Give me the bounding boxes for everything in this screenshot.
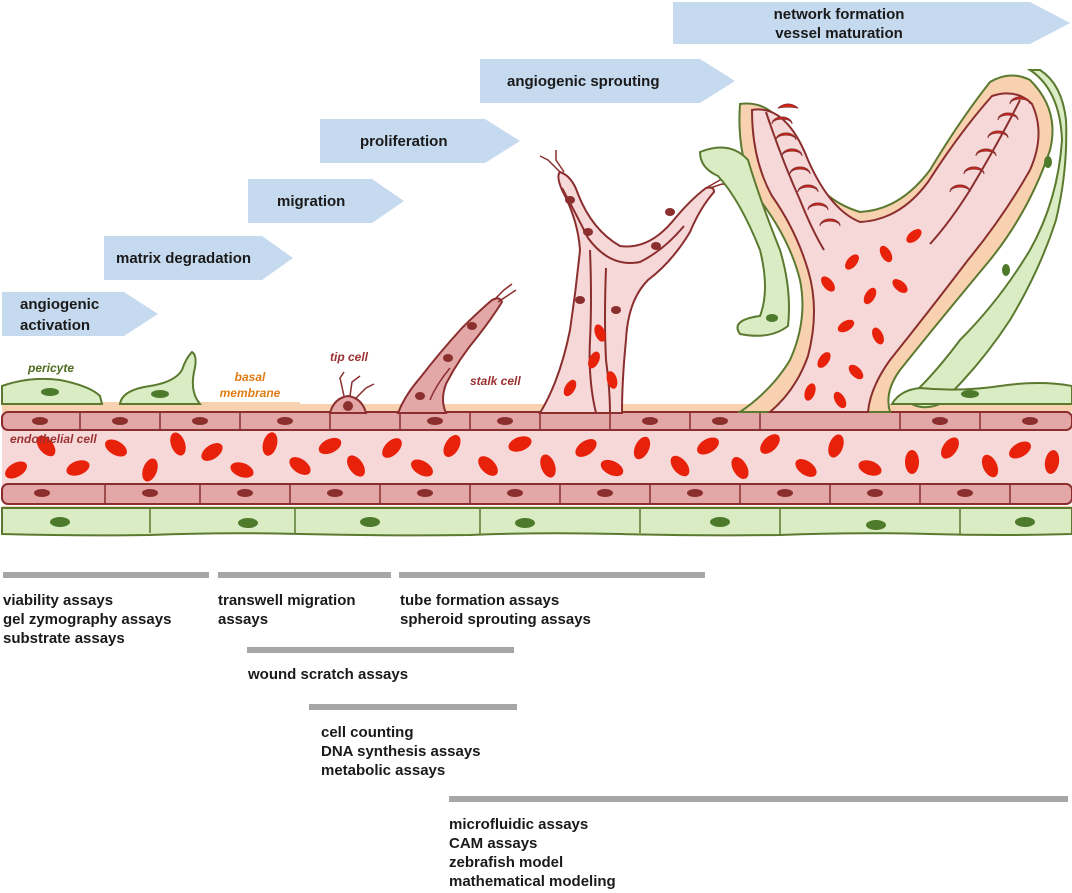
assay-item: tube formation assays — [400, 592, 560, 609]
assay-item: mathematical modeling — [449, 873, 616, 890]
assay-item: microfluidic assays — [449, 816, 589, 833]
bottom-pericyte-layer — [1, 506, 1072, 537]
stage-arrow-angiogenic-activation: angiogenic activation — [2, 292, 158, 336]
stage-label-line2: vessel maturation — [775, 25, 903, 42]
assay-group-4: wound scratch assays — [248, 665, 408, 684]
assay-item: spheroid sprouting assays — [400, 611, 591, 628]
assay-bar-5 — [309, 704, 517, 710]
assay-item: viability assays — [3, 592, 114, 609]
sprout-1 — [396, 283, 517, 414]
stage-arrow-angiogenic-sprouting: angiogenic sprouting — [480, 59, 735, 103]
assay-item: DNA synthesis assays — [321, 743, 481, 760]
basal-membrane-label-line1: basal — [235, 370, 266, 384]
top-endothelial-layer — [1, 411, 1072, 431]
assay-item: gel zymography assays — [3, 611, 172, 628]
assay-item: transwell migration — [218, 592, 356, 609]
pericytes-left — [1, 350, 203, 405]
basal-membrane-label-line2: membrane — [220, 386, 281, 400]
tip-cell — [328, 371, 375, 414]
assay-group-6: microfluidic assays CAM assays zebrafish… — [449, 815, 616, 891]
assay-group-5: cell counting DNA synthesis assays metab… — [321, 723, 481, 780]
stage-arrow-network-formation: network formation vessel maturation — [673, 2, 1070, 44]
red-blood-cells — [5, 432, 1060, 482]
assay-group-3: tube formation assays spheroid sprouting… — [400, 591, 591, 629]
assay-bar-3 — [399, 572, 705, 578]
assay-item: assays — [218, 611, 269, 628]
stage-arrows: angiogenic activation matrix degradation… — [2, 2, 1070, 336]
assay-bar-1 — [3, 572, 209, 578]
assay-item: wound scratch assays — [248, 666, 409, 683]
stage-label-line1: angiogenic — [20, 296, 99, 313]
bottom-endothelial-layer — [1, 483, 1072, 505]
stage-label: migration — [277, 193, 345, 210]
stalk-cell-label: stalk cell — [470, 374, 521, 388]
stage-label-line1: network formation — [774, 6, 905, 23]
stage-label: matrix degradation — [116, 250, 251, 267]
stage-label: angiogenic sprouting — [507, 73, 660, 90]
assay-item: zebrafish model — [449, 854, 564, 871]
assay-item: cell counting — [321, 724, 414, 741]
stage-label: proliferation — [360, 133, 448, 150]
stage-arrow-migration: migration — [248, 179, 404, 223]
assay-group-1: viability assays gel zymography assays s… — [3, 591, 171, 648]
vessel-illustration: pericyte basal membrane tip cell stalk c… — [1, 69, 1072, 537]
assay-item: metabolic assays — [321, 762, 446, 779]
stage-arrow-proliferation: proliferation — [320, 119, 520, 163]
pericyte-label: pericyte — [27, 361, 74, 375]
assay-bar-6 — [449, 796, 1068, 802]
assay-group-2: transwell migration assays — [218, 591, 356, 629]
assay-bar-4 — [247, 647, 514, 653]
stage-arrow-matrix-degradation: matrix degradation — [104, 236, 293, 280]
assay-bar-2 — [218, 572, 391, 578]
mature-vessel-network — [698, 69, 1072, 413]
assay-item: CAM assays — [449, 835, 538, 852]
stage-label-line2: activation — [20, 317, 90, 334]
tip-cell-label: tip cell — [330, 350, 369, 364]
sprout-2 — [538, 150, 737, 414]
endothelial-cell-label: endothelial cell — [10, 432, 97, 446]
assay-item: substrate assays — [3, 630, 125, 647]
